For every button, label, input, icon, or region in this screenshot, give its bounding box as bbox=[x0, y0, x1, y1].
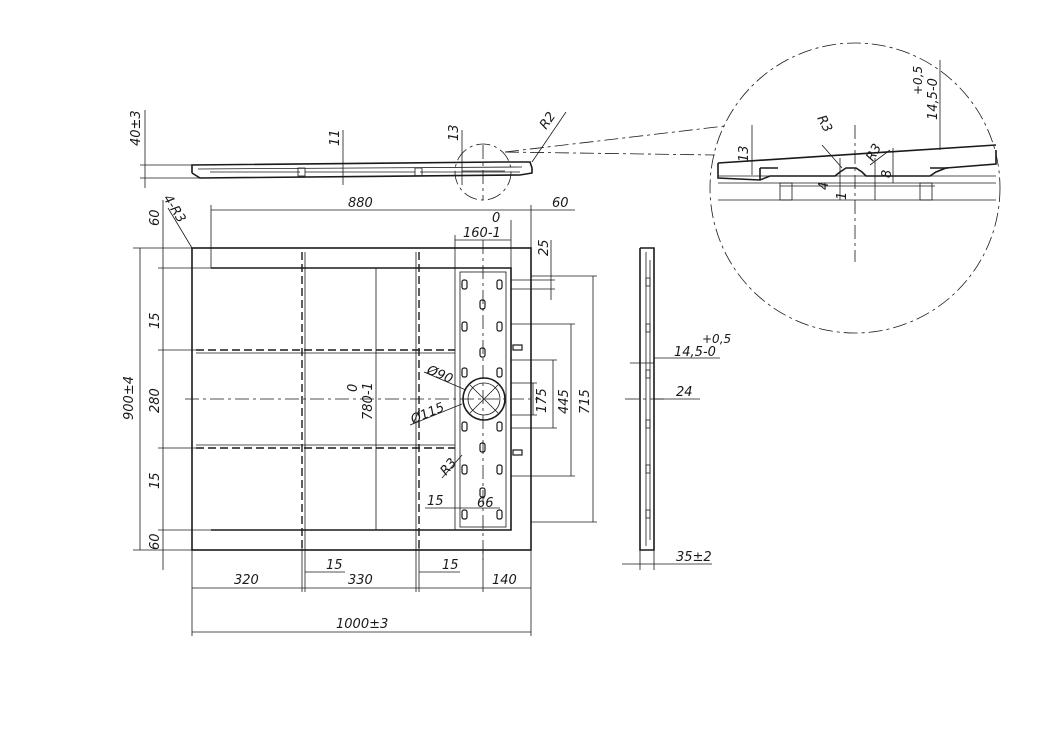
dim-gap-15-lower: 15 bbox=[148, 472, 163, 489]
dim-thickness-total: 40±3 bbox=[129, 110, 144, 146]
dim-border-right: 60 bbox=[552, 196, 569, 211]
plan-view: 0 780-1 Ø90 Ø115 R3 15 66 880 60 0 160-1… bbox=[122, 192, 597, 636]
dim-slot-gap: 15 bbox=[427, 494, 444, 509]
dim-715: 715 bbox=[578, 389, 593, 414]
dim-drain-inner: Ø90 bbox=[424, 362, 455, 387]
dim-edge-height: 13 bbox=[447, 124, 462, 141]
detail-dim-tol-upper: +0,5 bbox=[911, 66, 925, 95]
dim-slot-width: 66 bbox=[477, 496, 494, 511]
dim-bottom-15a: 15 bbox=[326, 558, 343, 573]
detail-view: 13 R3 R3 8 4 1 +0,5 14,5-0 bbox=[709, 42, 1001, 334]
detail-dim-r3-left: R3 bbox=[813, 113, 834, 135]
detail-dim-13: 13 bbox=[737, 145, 752, 162]
dim-border-left-bottom: 60 bbox=[148, 533, 163, 550]
dim-inner-length: 880 bbox=[348, 196, 373, 211]
side-dim-24: 24 bbox=[676, 385, 693, 400]
dim-channel-width: 160-1 bbox=[463, 226, 501, 241]
dim-zero-top: 0 bbox=[492, 211, 500, 226]
dim-bottom-15b: 15 bbox=[442, 558, 459, 573]
dim-corner-radius: 4-R3 bbox=[160, 192, 189, 226]
dim-drain-outer: Ø115 bbox=[408, 400, 447, 428]
dim-radius-slot: R3 bbox=[438, 456, 461, 479]
detail-dim-value: 14,5-0 bbox=[926, 78, 941, 120]
dim-offset-25: 25 bbox=[537, 239, 552, 256]
dim-bottom-140: 140 bbox=[492, 573, 517, 588]
dim-overall-height: 900±4 bbox=[122, 376, 137, 420]
detail-dim-8: 8 bbox=[880, 170, 895, 178]
side-dim-total: 35±2 bbox=[676, 550, 712, 565]
dim-gap-15-upper: 15 bbox=[148, 312, 163, 329]
dim-border-left-top: 60 bbox=[148, 209, 163, 226]
detail-dim-r3-right: R3 bbox=[863, 142, 885, 164]
dim-zero-center: 0 bbox=[346, 384, 361, 392]
side-dim-tol-upper: +0,5 bbox=[702, 332, 731, 346]
dim-175: 175 bbox=[535, 388, 550, 413]
detail-dim-1: 1 bbox=[835, 192, 850, 200]
dim-radius-top: R2 bbox=[537, 110, 559, 133]
dim-bottom-330: 330 bbox=[348, 573, 373, 588]
detail-dim-4: 4 bbox=[817, 182, 832, 190]
dim-inner-height: 780-1 bbox=[361, 382, 376, 420]
drain-slots bbox=[461, 279, 523, 520]
dim-pitch-280: 280 bbox=[148, 388, 163, 413]
dim-445: 445 bbox=[557, 389, 572, 414]
top-section-view: 40±3 11 13 R2 bbox=[129, 110, 726, 201]
side-dim-value: 14,5-0 bbox=[674, 345, 716, 360]
dim-bottom-320: 320 bbox=[234, 573, 259, 588]
dim-rib-height: 11 bbox=[328, 129, 343, 146]
side-view: +0,5 14,5-0 24 35±2 bbox=[622, 247, 731, 570]
dim-overall-width: 1000±3 bbox=[336, 617, 388, 632]
